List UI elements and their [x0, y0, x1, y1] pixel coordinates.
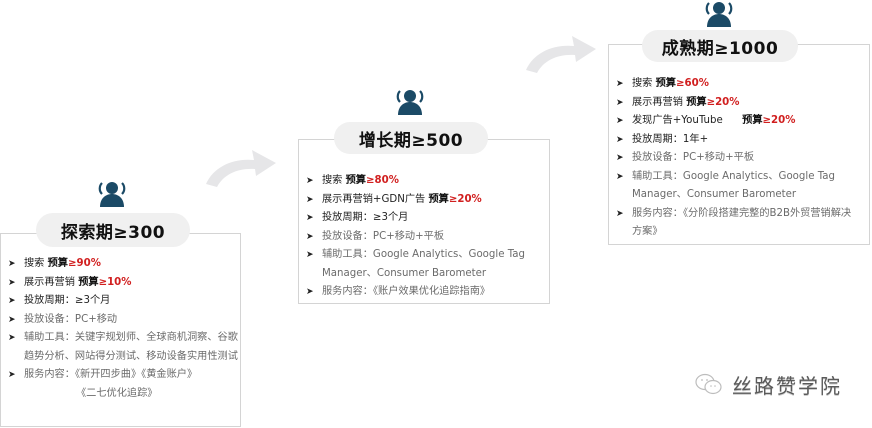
- list-item: ➤投放设备：PC+移动+平板: [306, 228, 525, 247]
- bullet-arrow-icon: ➤: [306, 287, 314, 297]
- list-item: ➤投放设备：PC+移动+平板: [616, 149, 851, 168]
- bullet-arrow-icon: ➤: [306, 194, 314, 205]
- bullet-arrow-icon: ➤: [8, 296, 16, 306]
- bullet-arrow-icon: ➤: [306, 176, 314, 186]
- stage-card-exploration: [0, 233, 241, 427]
- list-item: ➤辅助工具：Google Analytics、Google Tag: [306, 246, 525, 265]
- list-item: ➤投放周期：1年+: [616, 131, 851, 150]
- list-item: ➤展示再营销 预算≥20%: [616, 94, 851, 113]
- list-item: ➤投放周期：≥3个月: [8, 292, 238, 311]
- list-item-continuation: 《二七优化追踪》: [76, 387, 158, 399]
- stage-list-maturity: ➤搜索 预算≥60% ➤展示再营销 预算≥20% ➤发现广告+YouTube 预…: [616, 75, 851, 242]
- bullet-arrow-icon: ➤: [616, 116, 624, 126]
- stage-list-growth: ➤搜索 预算≥80% ➤展示再营销+GDN广告 预算≥20% ➤投放周期：≥3个…: [306, 172, 525, 302]
- wechat-icon: [695, 373, 722, 394]
- bullet-arrow-icon: ➤: [306, 250, 314, 260]
- list-item: ➤服务内容：《分阶段搭建完整的B2B外贸营销解决: [616, 205, 851, 224]
- bullet-arrow-icon: ➤: [616, 79, 624, 89]
- list-item: ➤投放周期：≥3个月: [306, 209, 525, 228]
- bullet-arrow-icon: ➤: [8, 259, 16, 269]
- user-group-icon: [96, 180, 128, 212]
- curved-arrow-1-icon: [206, 150, 276, 187]
- list-item: ➤搜索 预算≥80%: [306, 172, 525, 191]
- list-item: ➤搜索 预算≥90%: [8, 255, 238, 274]
- bullet-arrow-icon: ➤: [616, 97, 624, 108]
- bullet-arrow-icon: ➤: [306, 213, 314, 223]
- list-item: ➤投放设备：PC+移动: [8, 311, 238, 330]
- bullet-arrow-icon: ➤: [8, 333, 16, 343]
- list-item-continuation: 方案》: [632, 226, 663, 237]
- bullet-arrow-icon: ➤: [616, 208, 624, 219]
- list-item-continuation: Manager、Consumer Barometer: [322, 267, 487, 279]
- bullet-arrow-icon: ➤: [8, 314, 16, 325]
- list-item: ➤辅助工具：Google Analytics、Google Tag: [616, 168, 851, 187]
- watermark: 丝路赞学院: [694, 370, 842, 399]
- stage-title-maturity: 成熟期≥1000: [642, 30, 798, 62]
- user-group-icon: [394, 88, 426, 120]
- bullet-arrow-icon: ➤: [616, 171, 624, 182]
- list-item: ➤服务内容：《新开四步曲》《黄金账户》: [8, 366, 238, 385]
- watermark-text: 丝路赞学院: [732, 374, 842, 398]
- list-item: ➤展示再营销 预算≥10%: [8, 274, 238, 293]
- list-item-continuation: 趋势分析、网站得分测试、移动设备实用性测试: [24, 350, 238, 362]
- stage-card-maturity: [608, 44, 870, 245]
- list-item: ➤搜索 预算≥60%: [616, 75, 851, 94]
- bullet-arrow-icon: ➤: [306, 231, 314, 242]
- stage-title-growth: 增长期≥500: [334, 122, 488, 154]
- curved-arrow-2-icon: [526, 36, 596, 73]
- list-item: ➤展示再营销+GDN广告 预算≥20%: [306, 191, 525, 210]
- list-item: ➤发现广告+YouTube 预算≥20%: [616, 112, 851, 131]
- stage-list-exploration: ➤搜索 预算≥90% ➤展示再营销 预算≥10% ➤投放周期：≥3个月 ➤投放设…: [8, 255, 238, 403]
- bullet-arrow-icon: ➤: [616, 153, 624, 163]
- bullet-arrow-icon: ➤: [8, 370, 16, 380]
- stage-card-growth: [298, 139, 550, 304]
- bullet-arrow-icon: ➤: [8, 277, 16, 288]
- bullet-arrow-icon: ➤: [616, 134, 624, 145]
- list-item: ➤辅助工具：关键字规划师、全球商机洞察、谷歌: [8, 329, 238, 348]
- user-group-icon: [703, 0, 735, 32]
- list-item: ➤服务内容：《账户效果优化追踪指南》: [306, 283, 525, 302]
- stage-title-exploration: 探索期≥300: [36, 213, 190, 247]
- list-item-continuation: Manager、Consumer Barometer: [632, 189, 797, 200]
